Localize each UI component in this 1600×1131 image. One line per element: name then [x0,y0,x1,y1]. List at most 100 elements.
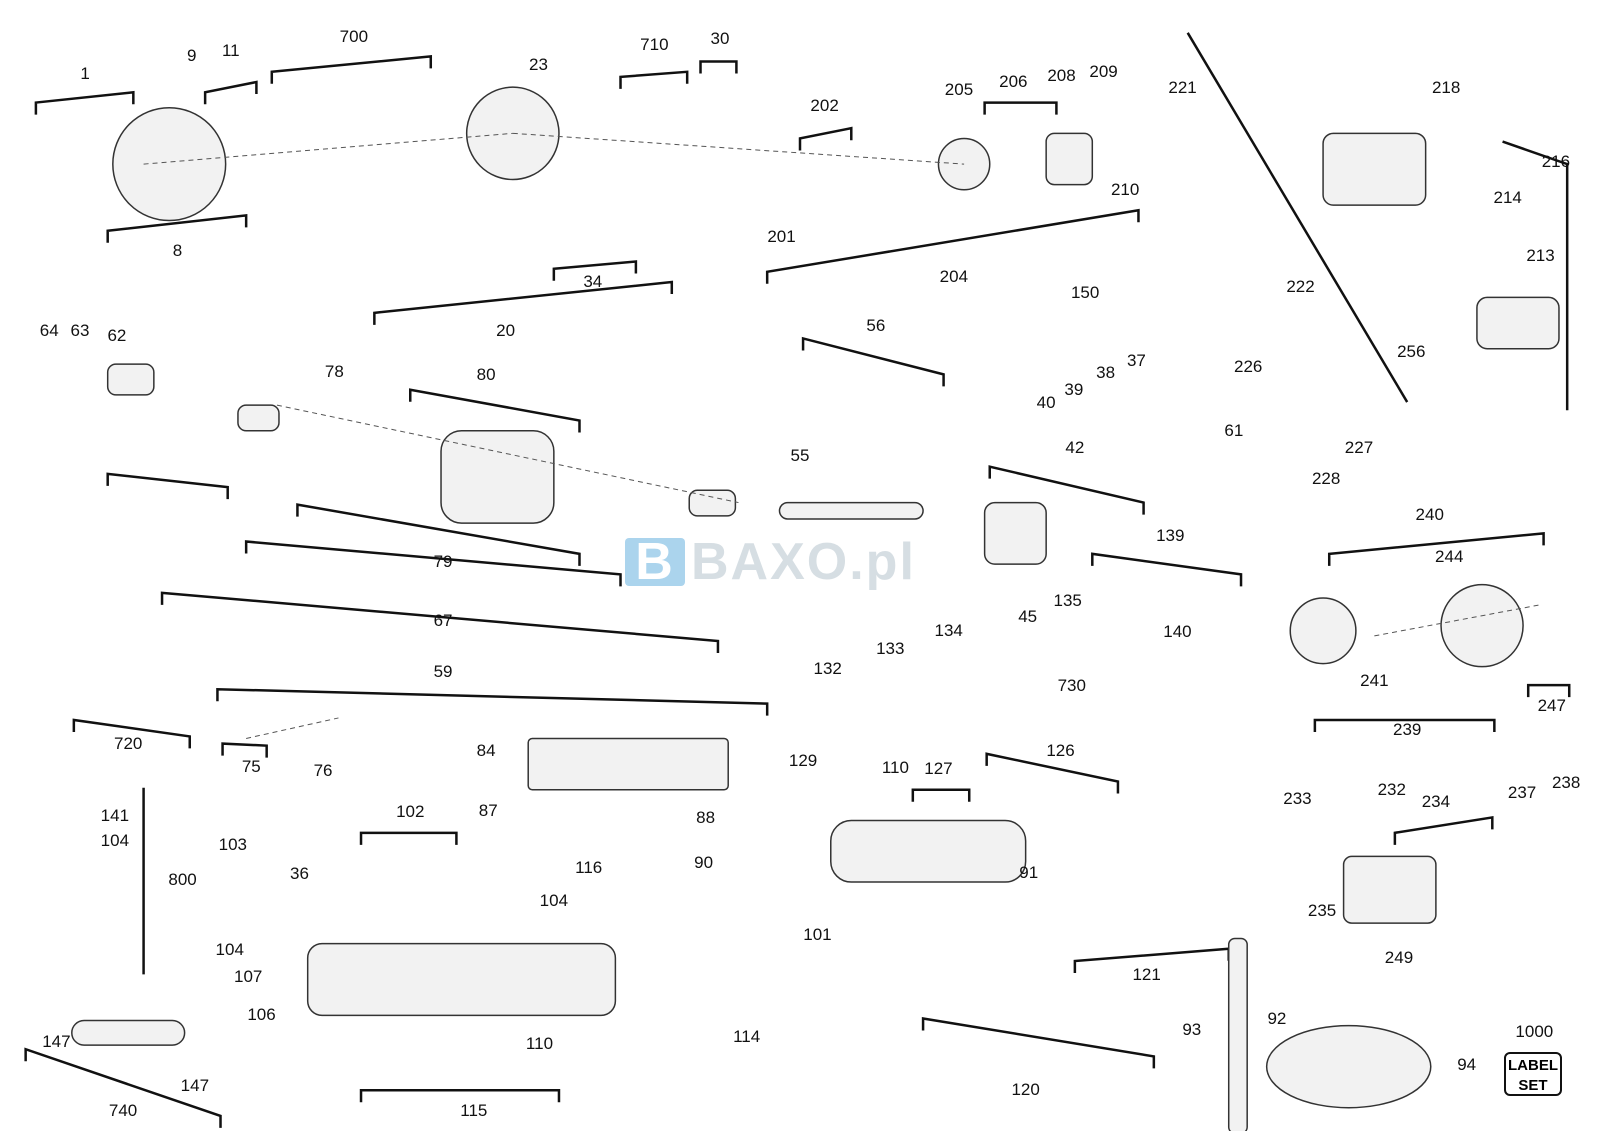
part-number-label: 133 [876,639,905,659]
bracket-line [765,208,1140,284]
part-outline [1265,1024,1432,1109]
part-outline [71,1019,186,1046]
part-number-label: 8 [172,241,183,261]
part-number-label: 88 [696,808,716,828]
bracket-line [373,280,674,325]
part-outline [1289,597,1357,665]
bracket-line [1393,815,1494,845]
part-number-label: 39 [1064,379,1084,399]
part-number-label: 23 [528,54,548,74]
part-number-label: 104 [100,831,130,851]
bracket-line [359,831,458,845]
bracket-line [359,1089,561,1103]
part-number-label: 107 [234,967,263,987]
part-number-label: 87 [478,801,498,821]
part-outline [237,404,280,432]
part-number-label: 710 [640,35,669,55]
bracket-line [34,90,135,115]
part-number-label: 78 [324,362,344,382]
part-number-label: 700 [339,26,369,46]
part-number-label: 205 [944,80,974,100]
part-number-label: 67 [433,610,453,630]
part-number-label: 114 [733,1026,761,1046]
part-outline [112,106,227,222]
part-number-label: 244 [1435,546,1464,566]
part-number-label: 110 [525,1034,554,1054]
part-number-label: 210 [1110,179,1140,199]
part-number-label: 38 [1096,363,1116,383]
part-outline [688,489,737,517]
bracket-line [988,465,1145,515]
bracket-line [221,742,268,758]
part-number-label: 234 [1421,792,1451,812]
part-outline [1342,855,1437,924]
part-number-label: 34 [583,272,603,292]
part-number-label: 75 [241,757,261,777]
part-number-label: 135 [1053,591,1082,611]
part-number-label: 40 [1036,393,1056,413]
assembly-line [143,132,513,165]
part-number-label: 90 [694,852,714,872]
part-outline [983,501,1047,565]
part-number-label: 62 [107,326,127,346]
part-outline [106,363,155,396]
part-number-label: 106 [247,1005,276,1025]
part-number-label: 76 [313,761,333,781]
part-outline [306,942,617,1017]
part-number-label: 64 [39,321,59,341]
part-number-label: 208 [1047,65,1076,85]
part-number-label: 256 [1397,341,1426,361]
part-number-label: 115 [460,1100,488,1120]
part-number-label: 121 [1132,965,1161,985]
bracket-line [24,1047,222,1128]
part-number-label: 104 [539,890,569,910]
bracket-line [552,260,638,281]
part-number-label: 45 [1018,607,1038,627]
part-number-label: 132 [813,658,842,678]
part-outline [1322,132,1427,206]
part-number-label: 93 [1182,1019,1202,1039]
part-number-label: 134 [934,620,963,640]
bracket-line [1313,718,1496,732]
part-number-label: 129 [788,751,818,771]
part-number-label: 42 [1065,438,1085,458]
part-number-label: 55 [790,446,810,466]
part-number-label: 800 [168,870,197,889]
part-number-label: 204 [939,266,969,286]
part-number-label: 61 [1224,420,1244,440]
bracket-line [160,591,720,654]
bracket-line [409,388,581,433]
part-number-label: 94 [1457,1054,1477,1074]
part-number-label: 232 [1377,779,1406,799]
part-number-label: 1 [80,63,90,83]
part-number-label: 20 [496,321,516,341]
part-number-label: 216 [1541,152,1571,172]
part-number-label: 206 [999,72,1028,92]
bracket-line [801,336,945,387]
part-number-label: 59 [433,661,453,681]
part-number-label: 213 [1526,246,1555,266]
part-number-label: 209 [1089,61,1118,81]
part-number-label: 56 [866,316,886,336]
part-outline [1440,583,1524,668]
part-outline [440,430,555,524]
part-number-label: 104 [215,939,244,959]
part-number-label: 84 [476,740,496,760]
part-number-label: 238 [1551,772,1581,792]
part-outline [830,819,1027,883]
bracket-line [699,60,738,74]
part-number-label: 214 [1493,187,1522,207]
part-number-label: 116 [575,857,603,877]
part-number-label: 240 [1415,504,1444,524]
part-number-label: 36 [290,863,309,883]
bracket-line [106,472,229,500]
bracket-line [1091,552,1243,587]
part-number-label: 720 [114,733,143,753]
part-number-label: 247 [1537,695,1566,715]
part-number-label: 237 [1507,782,1537,802]
bracket-line [798,126,853,151]
label-set-line2: SET [1518,1077,1548,1094]
